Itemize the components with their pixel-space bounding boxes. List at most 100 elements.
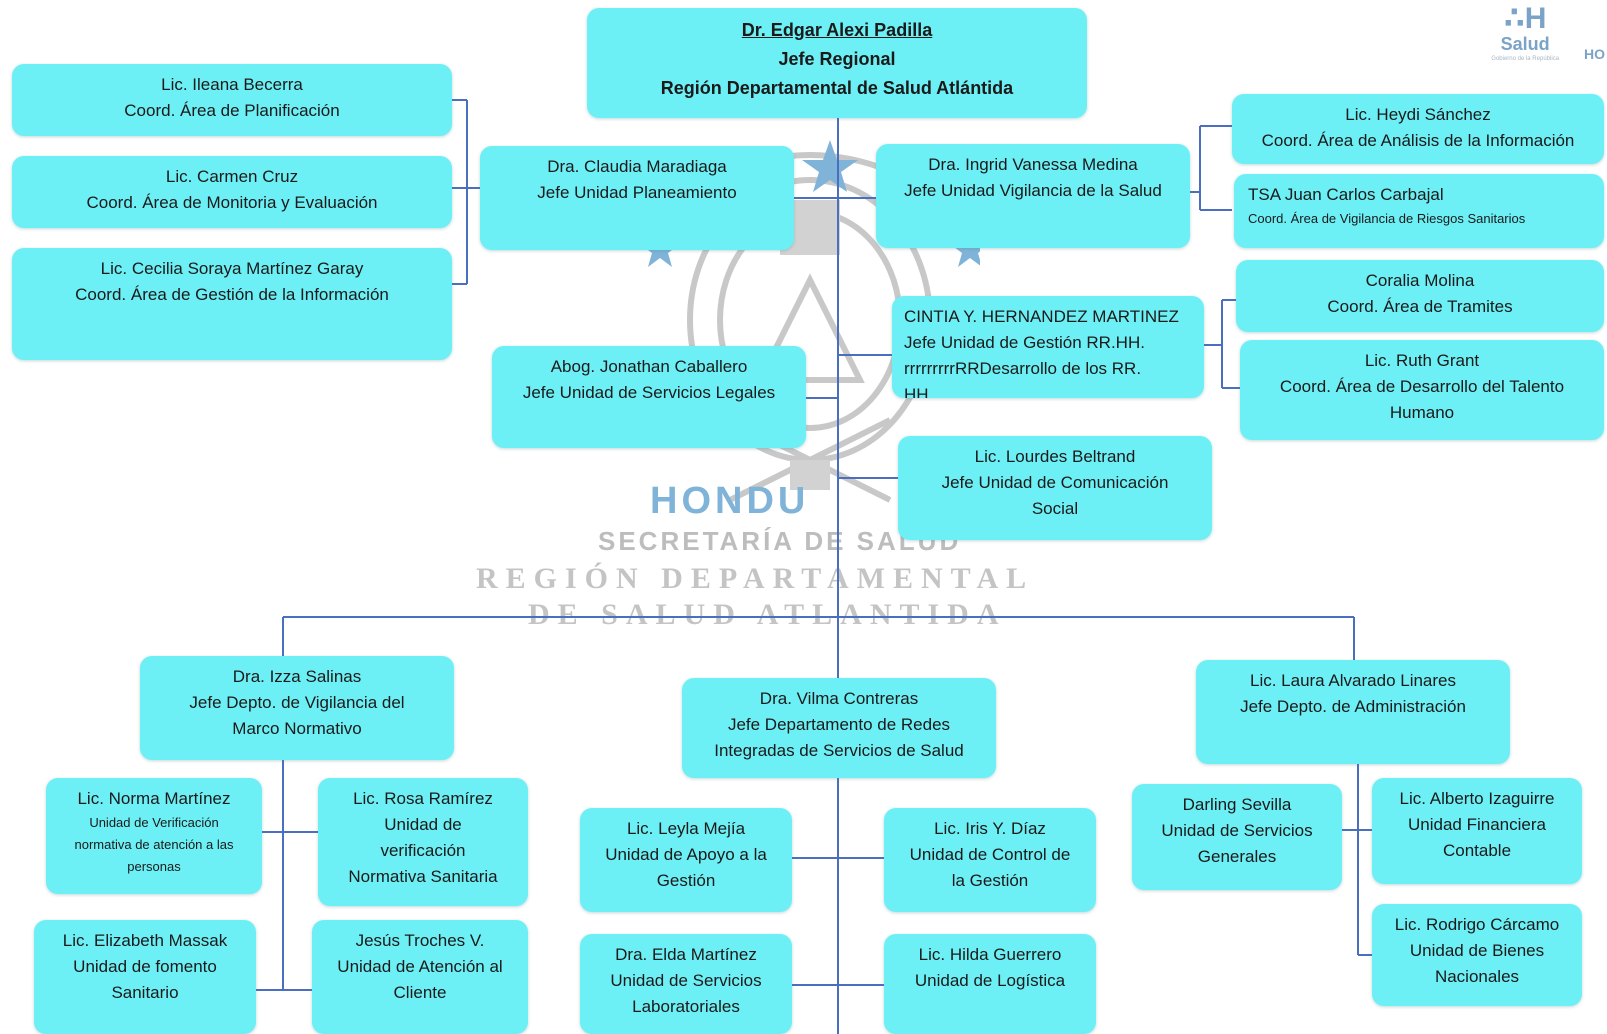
comunicacion-role: Jefe Unidad de Comunicación [941,473,1169,492]
coord-riesgos-box: TSA Juan Carlos Carbajal Coord. Área de … [1234,174,1604,248]
watermark-line2: REGIÓN DEPARTAMENTAL [476,562,1035,595]
coord-talento-box: Lic. Ruth Grant Coord. Área de Desarroll… [1240,340,1604,440]
dr-name: Dra. Vilma Contreras [759,689,919,708]
unidad-comunicacion-box: Lic. Lourdes Beltrand Jefe Unidad de Com… [898,436,1212,540]
da-sub-0-name: Darling Sevilla [1182,795,1292,814]
coord-planificacion-box: Lic. Ileana Becerra Coord. Área de Plani… [12,64,452,136]
unidad-verificacion-sanitaria-box: Lic. Rosa Ramírez Unidad de verificación… [318,778,528,906]
dr-role2: Integradas de Servicios de Salud [714,741,964,760]
vig-sub-0-name: Lic. Heydi Sánchez [1345,105,1491,124]
dv-sub-1-name: Lic. Rosa Ramírez [353,789,493,808]
top-name: Dr. Edgar Alexi Padilla [741,20,933,40]
rrhh-name: CINTIA Y. HERNANDEZ MARTINEZ [904,307,1179,326]
planeamiento-role: Jefe Unidad Planeamiento [537,183,737,202]
vig-sub-1-name: TSA Juan Carlos Carbajal [1248,185,1444,204]
left-2-name: Lic. Cecilia Soraya Martínez Garay [100,259,364,278]
da-sub-2-l3: Nacionales [1434,967,1520,986]
unidad-servicios-generales-box: Darling Sevilla Unidad de Servicios Gene… [1132,784,1342,890]
rrhh-sub-0-name: Coralia Molina [1365,271,1475,290]
dr-role: Jefe Departamento de Redes [727,715,951,734]
legales-role: Jefe Unidad de Servicios Legales [522,383,776,402]
vigilancia-role: Jefe Unidad Vigilancia de la Salud [904,181,1162,200]
dr-sub-0-l2: Unidad de Apoyo a la [605,845,767,864]
top-role: Jefe Regional [778,49,896,69]
depto-administracion-box: Lic. Laura Alvarado Linares Jefe Depto. … [1196,660,1510,764]
dv-sub-0-l2: Unidad de Verificación [89,815,219,830]
da-sub-1-l2: Unidad Financiera [1408,815,1546,834]
rrhh-sub-0-role: Coord. Área de Tramites [1327,297,1513,316]
rrhh-sub-1-role: Coord. Área de Desarrollo del Talento [1279,377,1565,396]
da-sub-2-l2: Unidad de Bienes [1409,941,1545,960]
planeamiento-name: Dra. Claudia Maradiaga [547,157,727,176]
depto-redes-box: Dra. Vilma Contreras Jefe Departamento d… [682,678,996,778]
dv-sub-1-l2: Unidad de [384,815,462,834]
unidad-laboratoriales-box: Dra. Elda Martínez Unidad de Servicios L… [580,934,792,1034]
coord-analisis-box: Lic. Heydi Sánchez Coord. Área de Anális… [1232,94,1604,164]
da-sub-1-name: Lic. Alberto Izaguirre [1399,789,1555,808]
dv-role2: Marco Normativo [232,719,362,738]
dr-sub-2-l3: Laboratoriales [632,997,740,1016]
coat-of-arms-watermark-icon [640,140,980,503]
dv-sub-0-name: Lic. Norma Martínez [77,789,231,808]
coord-tramites-box: Coralia Molina Coord. Área de Tramites [1236,260,1604,332]
unidad-logistica-box: Lic. Hilda Guerrero Unidad de Logística [884,934,1096,1034]
brand-name: Salud [1500,34,1550,54]
salud-logo: ∴H Salud Gobierno de la República [1491,4,1559,64]
unidad-fomento-box: Lic. Elizabeth Massak Unidad de fomento … [34,920,256,1034]
dv-sub-0-l4: personas [127,859,181,874]
unidad-apoyo-gestion-box: Lic. Leyla Mejía Unidad de Apoyo a la Ge… [580,808,792,912]
da-sub-2-name: Lic. Rodrigo Cárcamo [1394,915,1560,934]
dr-sub-3-name: Lic. Hilda Guerrero [918,945,1062,964]
legales-name: Abog. Jonathan Caballero [550,357,748,376]
unidad-atencion-cliente-box: Jesús Troches V. Unidad de Atención al C… [312,920,528,1034]
coord-gestion-info-box: Lic. Cecilia Soraya Martínez Garay Coord… [12,248,452,360]
left-1-name: Lic. Carmen Cruz [165,167,299,186]
left-0-name: Lic. Ileana Becerra [161,75,303,94]
jefe-regional-box: Dr. Edgar Alexi Padilla Jefe Regional Re… [587,8,1087,118]
dv-sub-2-name: Lic. Elizabeth Massak [62,931,228,950]
comunicacion-role2: Social [1031,499,1079,518]
dr-sub-2-l2: Unidad de Servicios [610,971,762,990]
unidad-legales-box: Abog. Jonathan Caballero Jefe Unidad de … [492,346,806,448]
unidad-bienes-nacionales-box: Lic. Rodrigo Cárcamo Unidad de Bienes Na… [1372,904,1582,1006]
dv-sub-3-l3: Cliente [393,983,447,1002]
da-role: Jefe Depto. de Administración [1240,697,1466,716]
vigilancia-name: Dra. Ingrid Vanessa Medina [928,155,1138,174]
brand-subtitle: Gobierno de la República [1491,56,1559,62]
dv-sub-1-l4: Normativa Sanitaria [348,867,498,886]
unidad-vigilancia-box: Dra. Ingrid Vanessa Medina Jefe Unidad V… [876,144,1190,248]
da-name: Lic. Laura Alvarado Linares [1249,671,1457,690]
left-2-role: Coord. Área de Gestión de la Información [75,285,389,304]
unidad-verificacion-personas-box: Lic. Norma Martínez Unidad de Verificaci… [46,778,262,894]
vig-sub-1-role: Coord. Área de Vigilancia de Riesgos San… [1248,211,1526,226]
rrhh-extra2: HH. [904,385,934,398]
dr-sub-3-l2: Unidad de Logística [914,971,1066,990]
dv-role: Jefe Depto. de Vigilancia del [189,693,405,712]
dr-sub-1-name: Lic. Iris Y. Díaz [934,819,1046,838]
depto-vigilancia-box: Dra. Izza Salinas Jefe Depto. de Vigilan… [140,656,454,760]
dv-sub-2-l2: Unidad de fomento [73,957,217,976]
dv-name: Dra. Izza Salinas [232,667,362,686]
brand-partial: HO [1584,46,1605,62]
da-sub-1-l3: Contable [1442,841,1512,860]
dr-sub-2-name: Dra. Elda Martínez [615,945,757,964]
top-org: Región Departamental de Salud Atlántida [660,78,1014,98]
h-logo-icon: ∴H [1503,2,1547,35]
unidad-rrhh-box: CINTIA Y. HERNANDEZ MARTINEZ Jefe Unidad… [892,296,1204,398]
coord-monitoria-box: Lic. Carmen Cruz Coord. Área de Monitori… [12,156,452,228]
comunicacion-name: Lic. Lourdes Beltrand [974,447,1136,466]
rrhh-sub-1-name: Lic. Ruth Grant [1364,351,1480,370]
dv-sub-3-name: Jesús Troches V. [355,931,485,950]
dr-sub-0-name: Lic. Leyla Mejía [626,819,746,838]
rrhh-role: Jefe Unidad de Gestión RR.HH. [904,333,1145,352]
left-0-role: Coord. Área de Planificación [124,101,340,120]
dv-sub-3-l2: Unidad de Atención al [337,957,503,976]
da-sub-0-l2: Unidad de Servicios [1161,821,1313,840]
unidad-planeamiento-box: Dra. Claudia Maradiaga Jefe Unidad Plane… [480,146,794,250]
unidad-financiera-box: Lic. Alberto Izaguirre Unidad Financiera… [1372,778,1582,884]
watermark-country: HONDU [650,480,810,522]
da-sub-0-l3: Generales [1197,847,1277,866]
watermark-line3: DE SALUD ATLANTIDA [528,598,1007,631]
vig-sub-0-role: Coord. Área de Análisis de la Informació… [1261,131,1575,150]
